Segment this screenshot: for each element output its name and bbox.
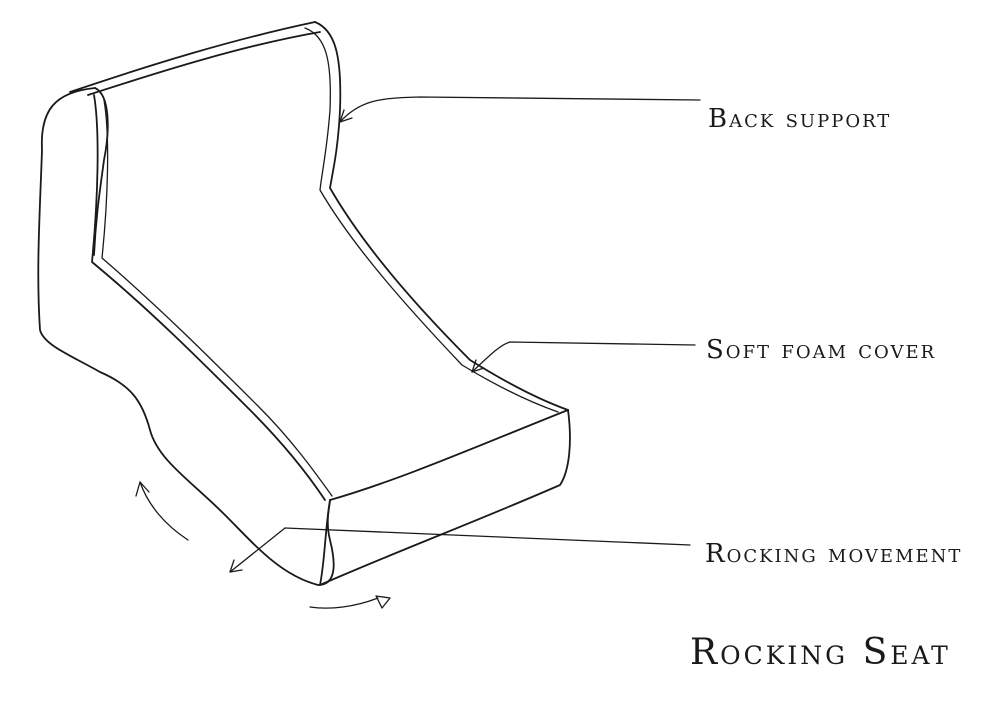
seat-front-top-edge: [330, 410, 568, 500]
leader-rocking: [285, 528, 690, 545]
rock-arrow-bottom: [310, 598, 378, 608]
seat-front-left-edge: [320, 500, 330, 585]
seat-inner-left-edge-2: [102, 100, 332, 496]
back-top-edge-inner: [88, 32, 320, 95]
seat-inner-left-edge: [92, 95, 325, 500]
label-back-support: Back support: [708, 104, 891, 134]
back-right-inner: [305, 28, 558, 412]
leader-back-support: [340, 97, 700, 122]
back-top-edge: [70, 22, 315, 92]
seat-front-right-edge: [320, 410, 570, 585]
leader-rocking-arrow: [230, 528, 285, 572]
seat-side-profile: [38, 88, 333, 585]
diagram-title: Rocking Seat: [690, 632, 951, 673]
leader-soft-foam: [472, 342, 695, 372]
back-right-outer: [315, 22, 568, 410]
label-soft-foam-cover: Soft foam cover: [706, 335, 936, 365]
label-rocking-movement: Rocking movement: [705, 539, 962, 569]
